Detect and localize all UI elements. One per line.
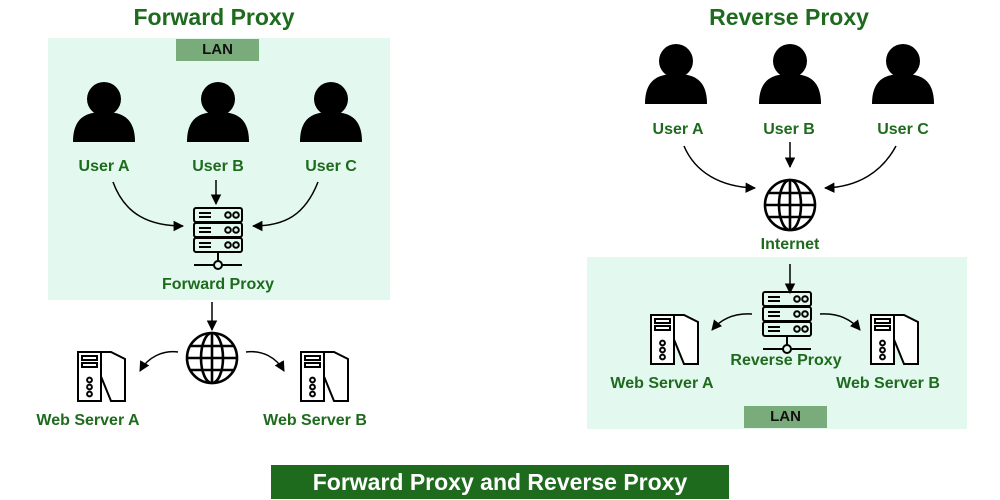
globe-icon [763,178,817,232]
reverse-lan-tag: LAN [744,406,827,428]
internet-label: Internet [760,236,820,253]
forward-proxy-title: Forward Proxy [133,4,295,30]
reverse-user-a-label: User A [652,121,704,138]
forward-lan-tag: LAN [176,39,259,61]
user-icon [759,44,821,104]
reverse-proxy-label: Reverse Proxy [730,352,842,369]
user-icon [872,44,934,104]
forward-user-c-label: User C [305,158,357,175]
forward-user-a-label: User A [78,158,130,175]
forward-arrows [112,180,319,372]
forward-user-b-label: User B [192,158,244,175]
reverse-user-c-label: User C [877,121,929,138]
web-server-icon [870,314,919,365]
reverse-arrows [683,142,897,331]
diagram-caption: Forward Proxy and Reverse Proxy [271,465,729,499]
forward-proxy-label: Forward Proxy [161,276,275,293]
reverse-proxy-title: Reverse Proxy [709,4,869,30]
reverse-user-b-label: User B [763,121,815,138]
web-server-icon [300,351,349,402]
user-icon [645,44,707,104]
globe-icon [185,331,239,385]
reverse-web-server-a-label: Web Server A [610,375,714,392]
forward-web-server-a-label: Web Server A [36,412,140,429]
forward-web-server-b-label: Web Server B [263,412,367,429]
web-server-icon [77,351,126,402]
web-server-icon [650,314,699,365]
reverse-web-server-b-label: Web Server B [836,375,940,392]
